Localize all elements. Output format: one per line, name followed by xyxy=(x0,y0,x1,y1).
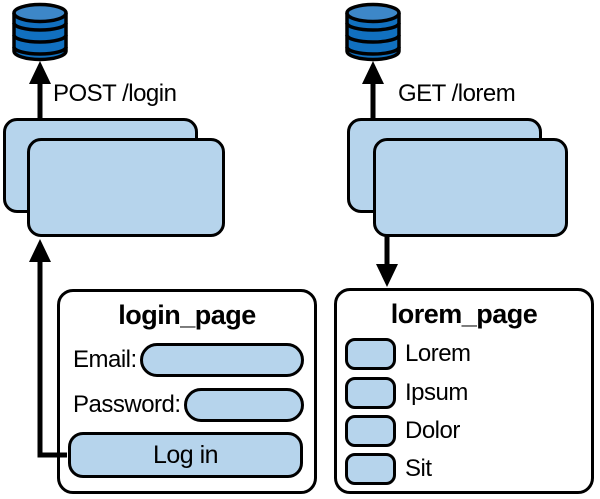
login-page-title: login_page xyxy=(118,300,256,330)
database-icon xyxy=(345,2,401,62)
password-row: Password: xyxy=(73,388,304,422)
password-label: Password: xyxy=(73,391,181,418)
email-input[interactable] xyxy=(139,343,304,377)
arrow-up-post-login xyxy=(29,61,51,118)
list-bullet-icon xyxy=(345,453,396,485)
email-row: Email: xyxy=(73,343,304,377)
list-item-label: Lorem xyxy=(405,340,471,367)
list-item-label: Dolor xyxy=(405,417,460,444)
request-label-get-lorem: GET /lorem xyxy=(398,80,516,107)
list-item: Lorem xyxy=(345,338,471,370)
list-bullet-icon xyxy=(345,338,396,370)
lorem-page-title: lorem_page xyxy=(390,299,538,329)
login-page-panel: login_page Email: Password: Log in xyxy=(57,289,317,494)
list-item: Sit xyxy=(345,453,432,485)
server-box-front-right xyxy=(373,138,568,237)
arrow-down-response xyxy=(376,236,398,287)
arrow-up-get-lorem xyxy=(362,61,384,118)
database-icon xyxy=(12,2,68,62)
request-label-post-login: POST /login xyxy=(53,80,177,107)
list-item: Ipsum xyxy=(345,377,468,409)
list-item-label: Ipsum xyxy=(405,379,468,406)
list-item-label: Sit xyxy=(405,455,432,482)
server-box-front-left xyxy=(27,138,225,237)
login-button[interactable]: Log in xyxy=(68,432,303,478)
password-input[interactable] xyxy=(183,388,304,422)
list-bullet-icon xyxy=(345,415,396,447)
email-label: Email: xyxy=(73,346,137,373)
list-bullet-icon xyxy=(345,377,396,409)
lorem-page-panel: lorem_page Lorem Ipsum Dolor Sit xyxy=(334,288,594,494)
list-item: Dolor xyxy=(345,415,460,447)
